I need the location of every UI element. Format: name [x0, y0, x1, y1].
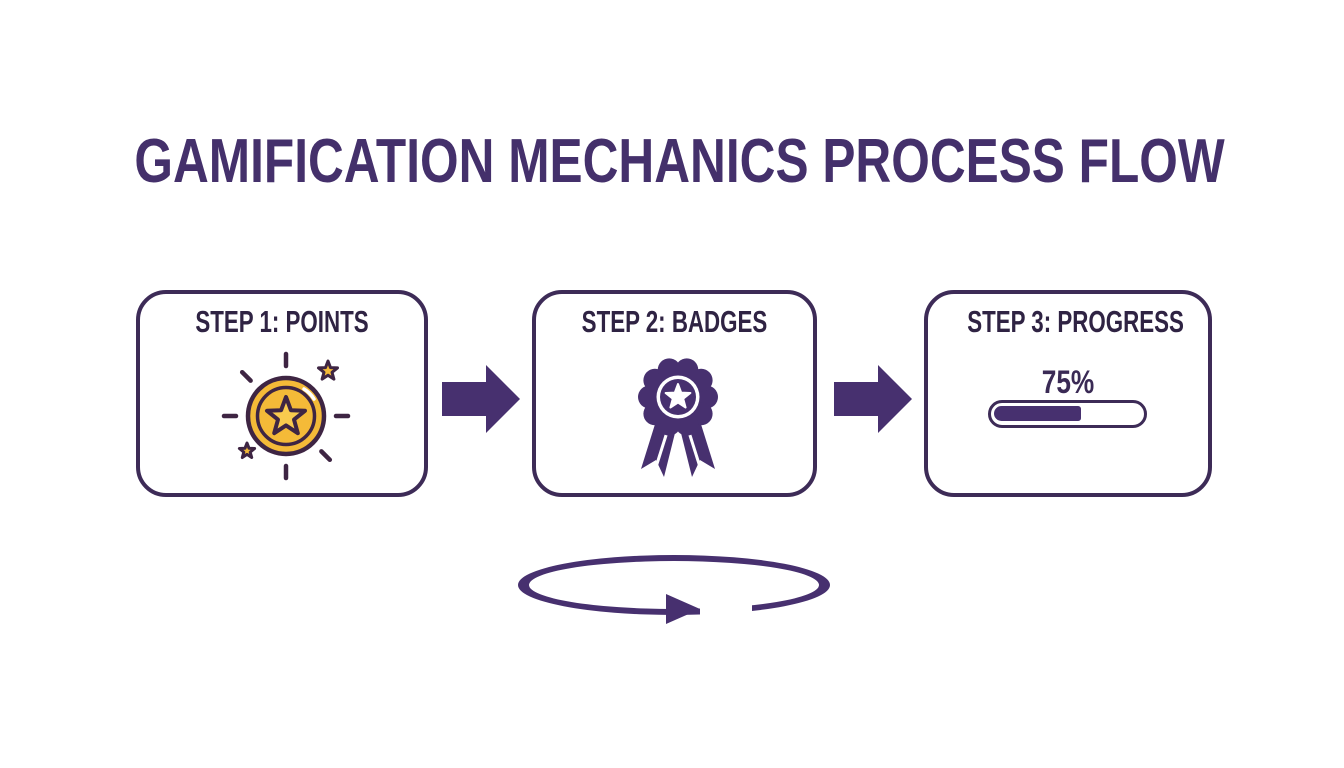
- step-box-badges: STEP 2: BADGES: [532, 290, 817, 497]
- progress-fill: [994, 406, 1082, 421]
- page-title: GAMIFICATION MECHANICS PROCESS FLOW: [134, 127, 1225, 196]
- right-arrow-icon: [834, 365, 912, 433]
- step-1-label: STEP 1: POINTS: [195, 304, 369, 339]
- step-3-label: STEP 3: PROGRESS: [967, 304, 1184, 339]
- step-box-progress: STEP 3: PROGRESS 75%: [924, 290, 1212, 497]
- progress-bar: [988, 400, 1147, 428]
- coin-star-icon: [211, 341, 361, 491]
- cycle-loop-arrow-icon: [504, 540, 844, 630]
- rosette-badge-icon: [618, 357, 738, 485]
- step-box-points: STEP 1: POINTS: [136, 290, 428, 497]
- step-2-label: STEP 2: BADGES: [581, 304, 768, 339]
- progress-percent-label: 75%: [1041, 364, 1095, 400]
- right-arrow-icon: [442, 365, 520, 433]
